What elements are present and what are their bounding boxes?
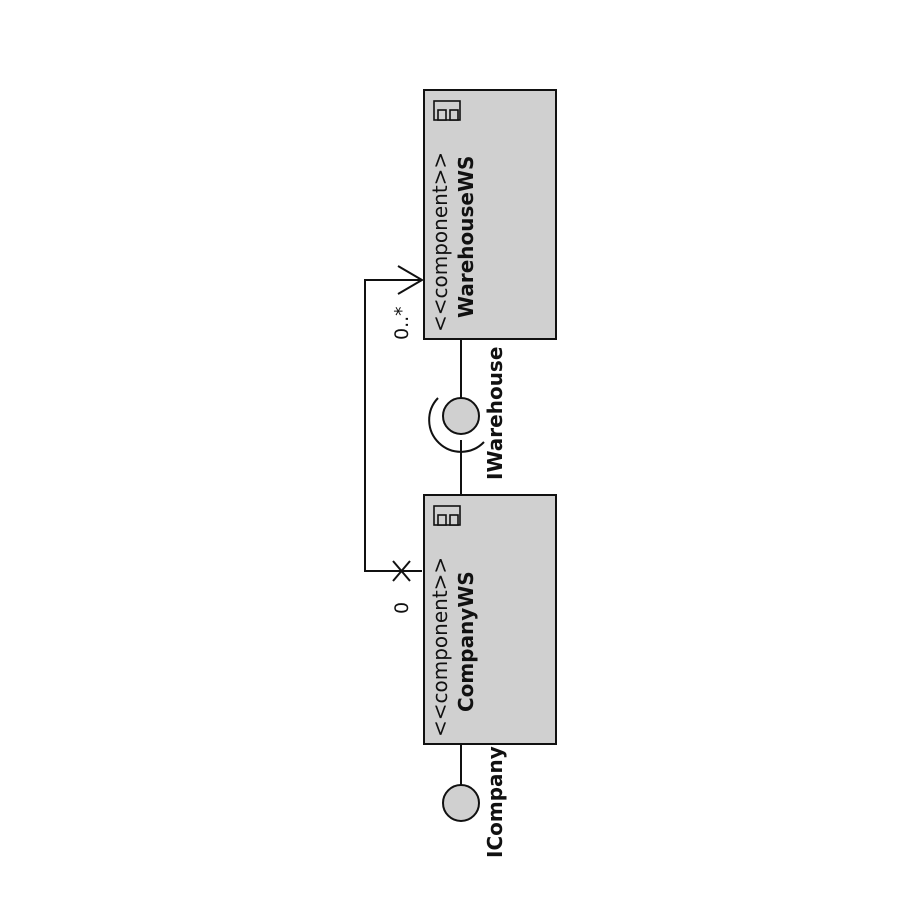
- component-stereotype: <<component>>: [428, 152, 452, 332]
- component-companyws[interactable]: <<component>> CompanyWS: [423, 494, 557, 745]
- iwarehouse-label: IWarehouse: [483, 347, 507, 480]
- component-icon: [433, 505, 461, 526]
- iwarehouse-lollipop-icon: [442, 397, 480, 435]
- iwarehouse-interface: IWarehouse: [428, 339, 507, 495]
- component-icon: [433, 100, 461, 121]
- association-non-navigable-cross: [392, 560, 411, 582]
- iwarehouse-socket-icon: [428, 397, 485, 453]
- component-box[interactable]: [423, 89, 557, 340]
- component-name: WarehouseWS: [454, 156, 478, 318]
- component-warehousews[interactable]: <<component>> WarehouseWS: [423, 89, 557, 340]
- icompany-label: ICompany: [483, 746, 507, 858]
- source-multiplicity-label: 0: [391, 602, 413, 614]
- component-stereotype: <<component>>: [428, 557, 452, 737]
- association-arrowhead: [397, 265, 424, 295]
- icompany-interface: ICompany: [442, 744, 507, 858]
- association-line: [364, 279, 422, 572]
- target-multiplicity-label: 0..*: [391, 306, 413, 340]
- component-name: CompanyWS: [454, 571, 478, 712]
- association-connector: 0..* 0: [364, 265, 424, 614]
- component-box[interactable]: [423, 494, 557, 745]
- icompany-lollipop-icon: [442, 784, 480, 822]
